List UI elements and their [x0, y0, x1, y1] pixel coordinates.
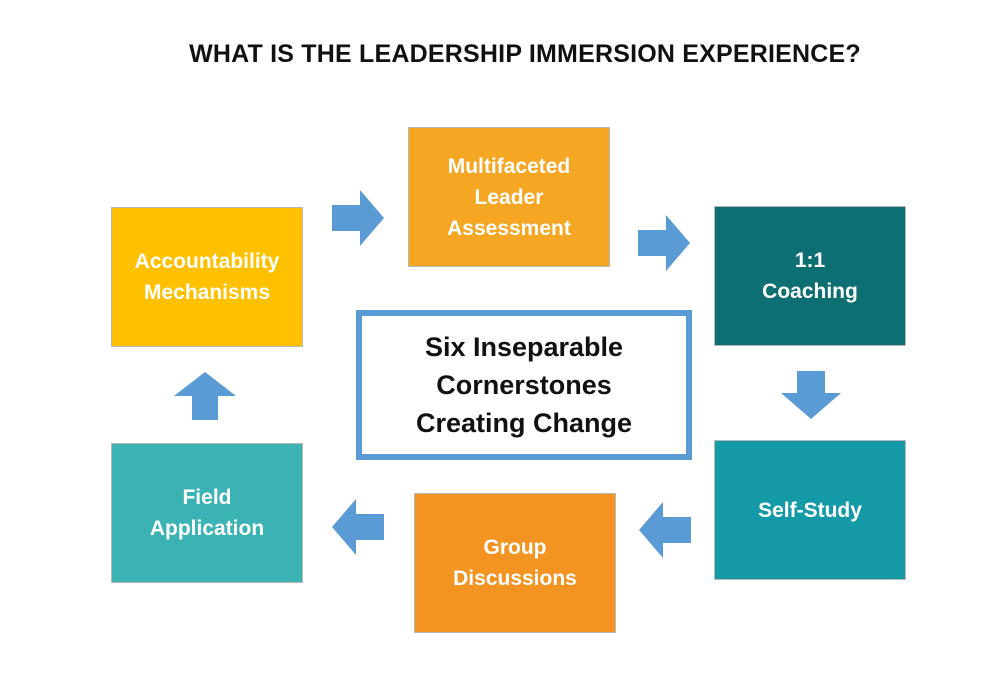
arrow-right-icon [638, 215, 690, 271]
page-title: WHAT IS THE LEADERSHIP IMMERSION EXPERIE… [189, 40, 861, 68]
center-label: Six Inseparable Cornerstones Creating Ch… [415, 332, 633, 438]
center-box: Six Inseparable Cornerstones Creating Ch… [356, 310, 692, 460]
coaching-label: 1:1 Coaching [762, 249, 858, 303]
accountability-label: Accountability Mechanisms [134, 250, 280, 304]
accountability-box: Accountability Mechanisms [111, 207, 303, 347]
group-discussions-box: Group Discussions [414, 493, 616, 633]
self-study-box: Self-Study [714, 440, 906, 580]
field-application-box: Field Application [111, 443, 303, 583]
arrow-left-icon [639, 502, 691, 558]
field-application-label: Field Application [149, 486, 265, 540]
self-study-label: Self-Study [758, 498, 862, 522]
arrow-up-icon [174, 372, 236, 420]
arrow-right-icon [332, 190, 384, 246]
assessment-label: Multifaceted Leader Assessment [447, 154, 571, 240]
arrow-down-icon [781, 371, 841, 419]
coaching-box: 1:1 Coaching [714, 206, 906, 346]
group-discussions-label: Group Discussions [453, 536, 577, 590]
assessment-box: Multifaceted Leader Assessment [408, 127, 610, 267]
arrow-left-icon [332, 499, 384, 555]
